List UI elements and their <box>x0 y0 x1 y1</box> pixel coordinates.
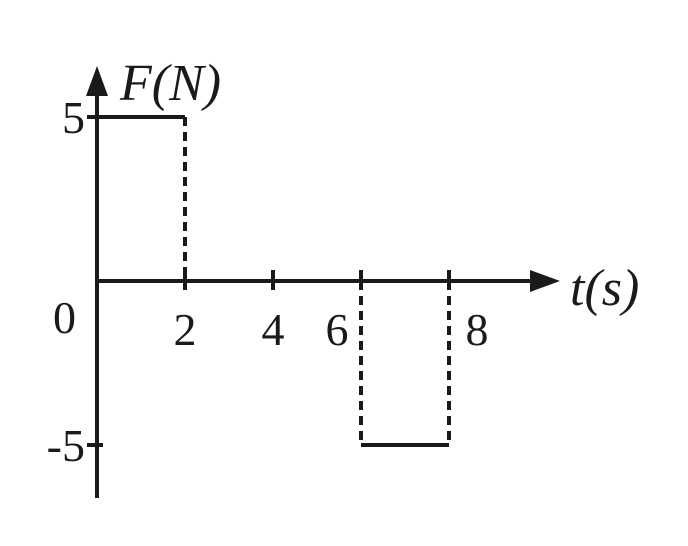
x-tick-label-2: 2 <box>174 304 197 355</box>
y-tick-label-5: 5 <box>62 92 85 143</box>
x-tick-label-4: 4 <box>262 304 285 355</box>
axes <box>86 66 560 498</box>
x-tick-label-6: 6 <box>326 304 349 355</box>
x-axis-arrow <box>530 270 560 292</box>
y-axis-title: F(N) <box>119 55 221 112</box>
y-tick-label--5: -5 <box>47 420 85 471</box>
origin-label: 0 <box>53 292 76 343</box>
x-axis-title: t(s) <box>570 260 639 317</box>
y-axis-arrow <box>86 66 108 96</box>
plot-area <box>97 115 451 447</box>
x-tick-label-8: 8 <box>466 304 489 355</box>
